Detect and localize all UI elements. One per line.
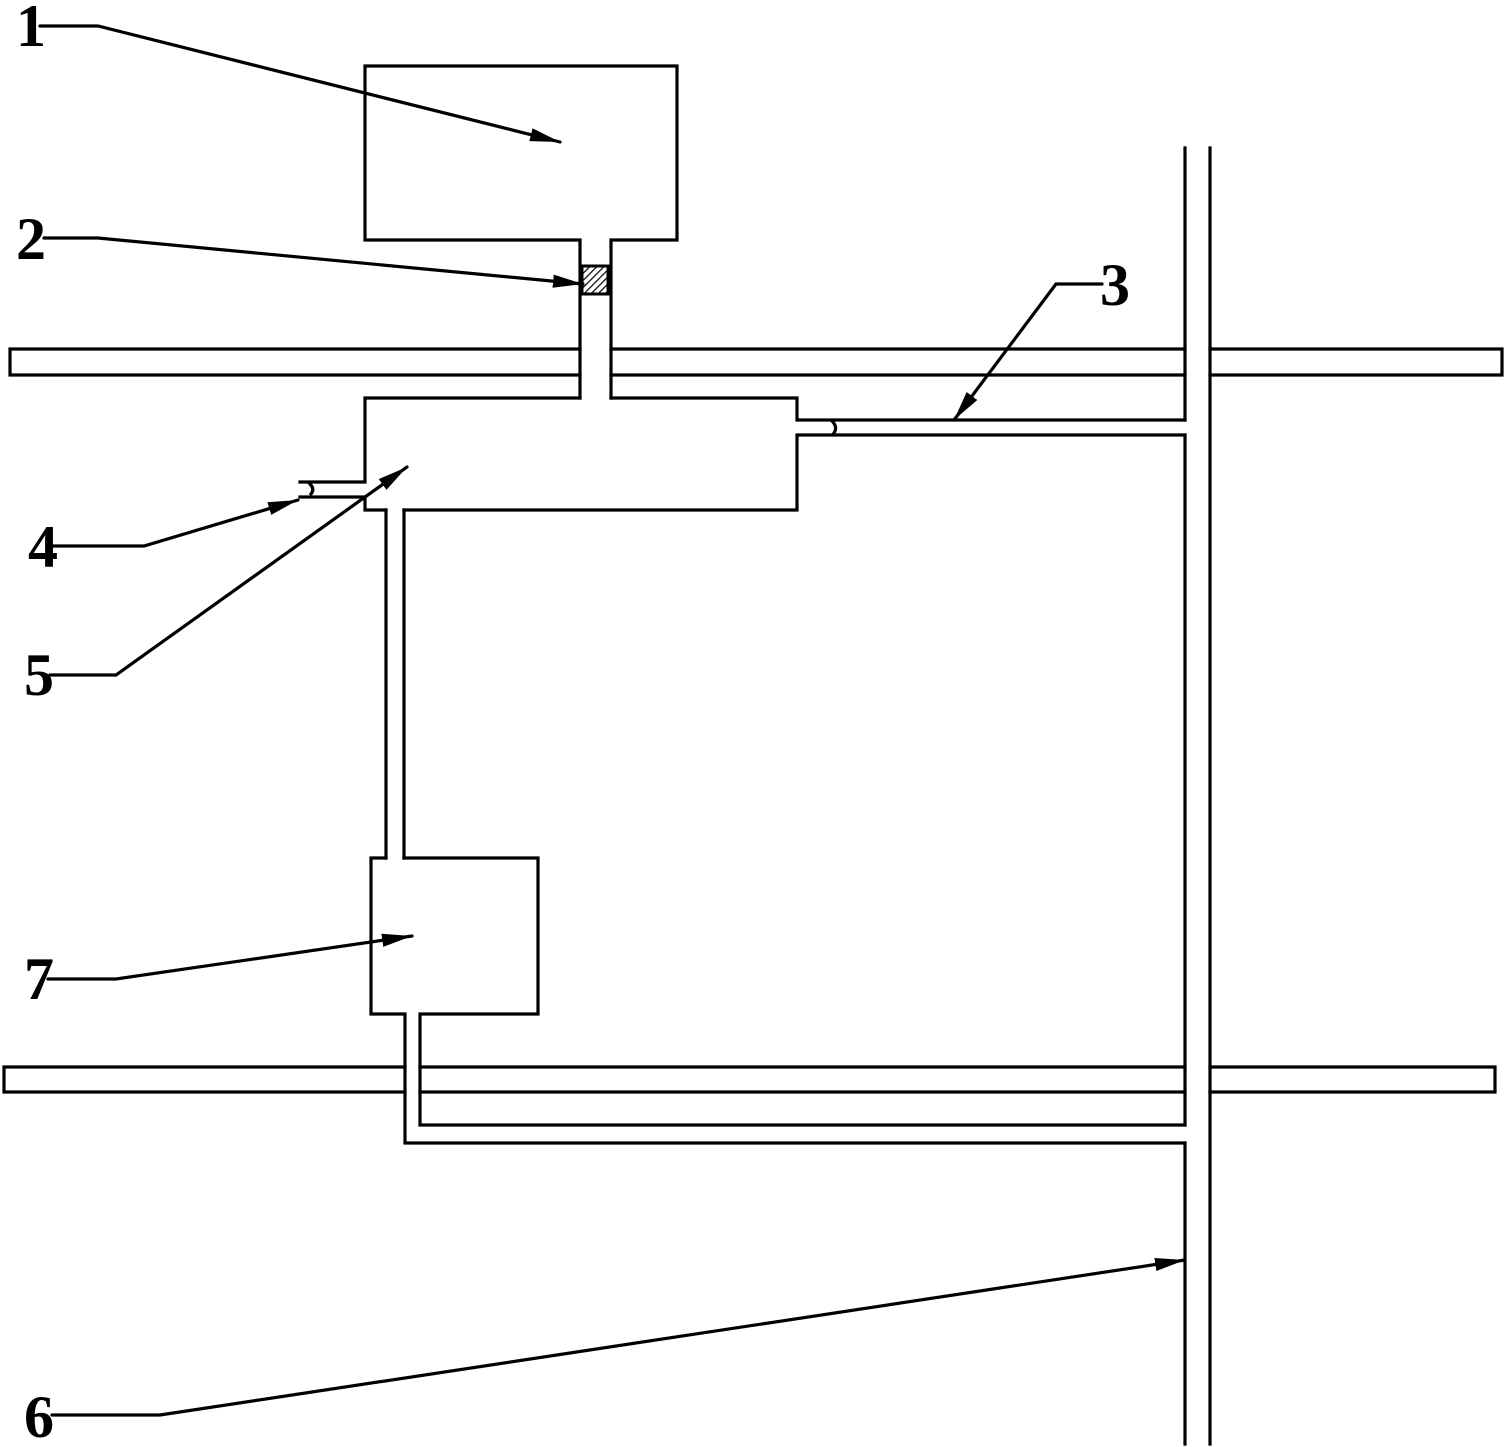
label-6: 6	[24, 1384, 54, 1447]
label-2: 2	[16, 206, 46, 272]
break-symbol-right	[829, 418, 838, 436]
connecting-pipe	[384, 508, 406, 860]
break-symbol-left	[307, 481, 315, 497]
label-3: 3	[1100, 252, 1130, 318]
label-1: 1	[16, 0, 46, 59]
leader-1	[38, 24, 562, 144]
leader-6	[50, 1257, 1187, 1417]
top-tank	[363, 64, 679, 400]
leader-4	[50, 498, 300, 548]
leader-2	[42, 236, 585, 288]
leader-7	[46, 933, 414, 981]
label-5: 5	[24, 642, 54, 708]
lower-box	[369, 856, 1187, 1145]
label-4: 4	[28, 514, 58, 580]
vertical-main-pipe	[1183, 146, 1212, 1446]
middle-chamber	[298, 396, 1187, 512]
leader-3	[952, 282, 1104, 422]
label-7: 7	[24, 946, 54, 1012]
upper-horizontal-beam	[8, 347, 1504, 377]
leader-5	[48, 465, 409, 677]
hatched-valve	[580, 264, 610, 296]
lower-horizontal-beam	[2, 1065, 1497, 1094]
